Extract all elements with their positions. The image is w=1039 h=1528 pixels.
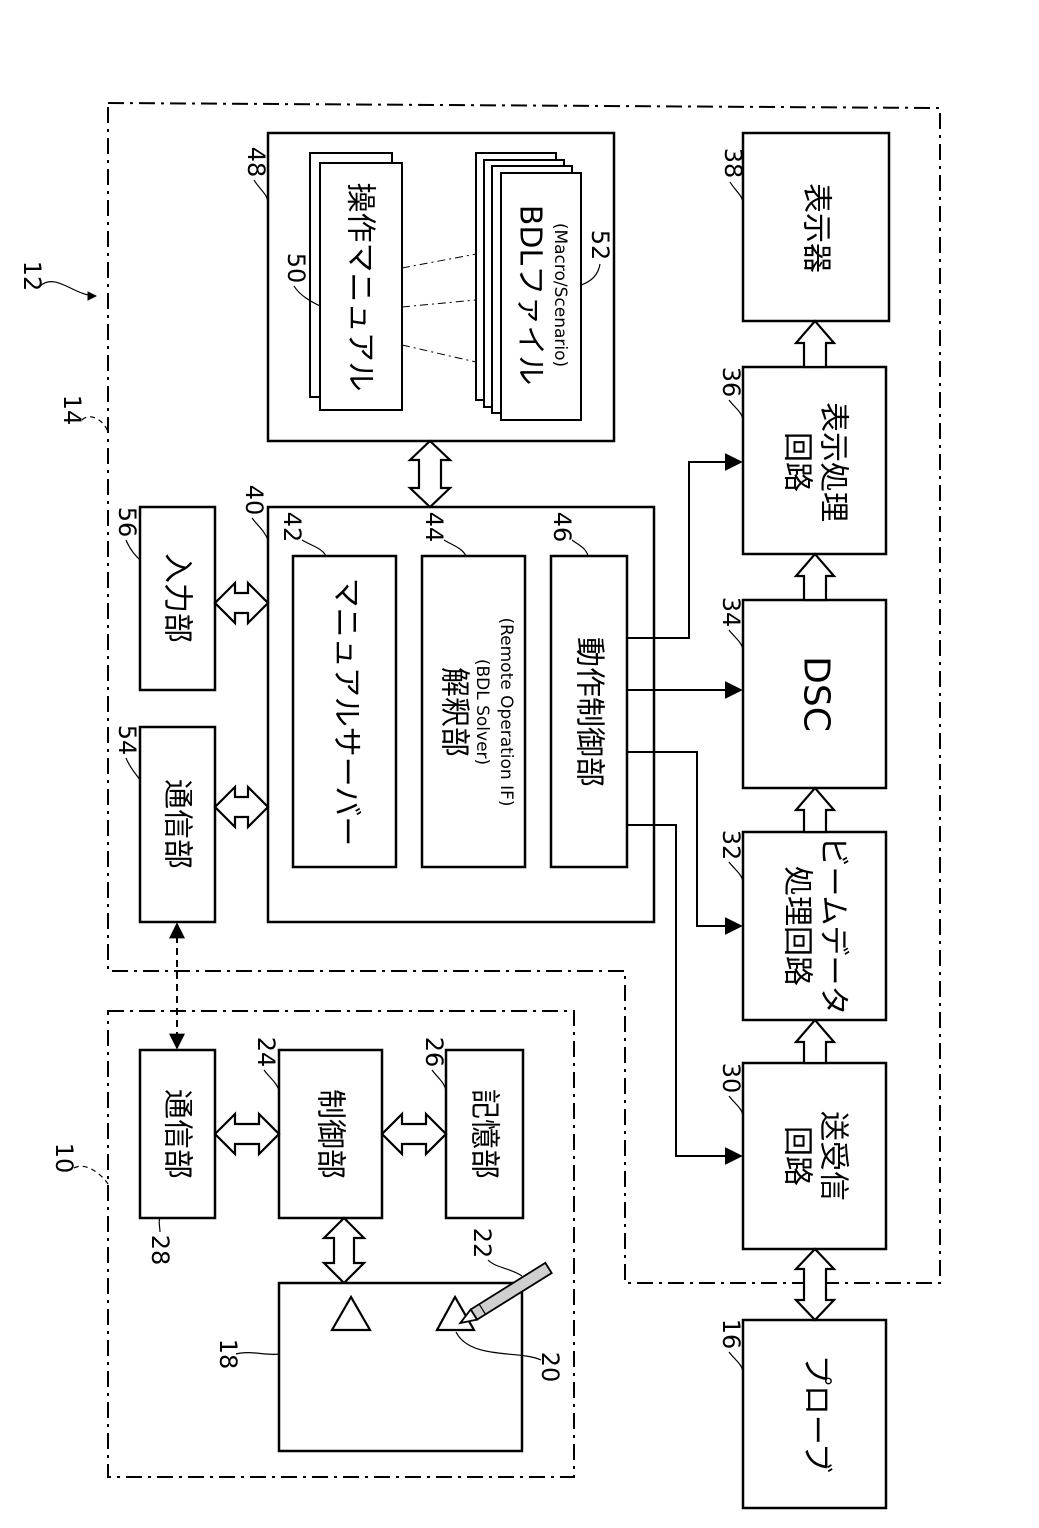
ref-56: 56	[113, 507, 141, 538]
ref-10: 10	[50, 1143, 78, 1174]
leader-16	[729, 1352, 743, 1372]
leader-22	[488, 1260, 522, 1276]
control-label: 制御部	[313, 1089, 348, 1179]
beam-data-label-2: 処理回路	[780, 866, 815, 986]
leader-34	[729, 630, 743, 650]
bdl-file-sub: (Macro/Scenario)	[550, 223, 570, 367]
arrow-transceiver-to-beam	[796, 1020, 834, 1063]
leader-30	[729, 1096, 743, 1116]
ref-52: 52	[586, 230, 614, 261]
leader-10	[74, 1166, 108, 1184]
dsc-label: DSC	[796, 656, 837, 732]
transceiver-label-1: 送受信	[816, 1111, 851, 1201]
ref-24: 24	[252, 1037, 280, 1068]
ref-36: 36	[717, 367, 745, 398]
leader-32	[729, 862, 743, 882]
leader-24	[264, 1070, 279, 1090]
display-label: 表示器	[799, 183, 834, 273]
arrow-probe-transceiver	[796, 1249, 834, 1320]
leader-54	[126, 758, 140, 780]
display-processing-label-1: 表示処理	[816, 402, 851, 522]
arrow-comm-control	[215, 1114, 279, 1154]
leader-38	[730, 182, 743, 206]
ref-38: 38	[719, 148, 747, 179]
arrow-control-screen	[324, 1218, 364, 1283]
arrow-storage-main	[410, 441, 450, 507]
ref-40: 40	[240, 485, 268, 516]
ref-30: 30	[717, 1063, 745, 1094]
leader-28	[159, 1218, 160, 1232]
interpreter-sub-1: (BDL Solver)	[472, 659, 492, 765]
ref-48: 48	[242, 147, 270, 178]
comm-label-right: 通信部	[160, 779, 195, 869]
probe-label: プローブ	[799, 1355, 834, 1473]
ref-44: 44	[420, 512, 448, 543]
op-manual-label: 操作マニュアル	[343, 182, 378, 391]
display-processing-label-2: 回路	[780, 432, 815, 492]
ref-42: 42	[278, 512, 306, 543]
interpreter-sub-2: (Remote Operation IF)	[496, 617, 516, 806]
transceiver-label-2: 回路	[780, 1126, 815, 1186]
leader-36	[729, 400, 743, 420]
ref-20: 20	[536, 1352, 564, 1383]
ref-12: 12	[18, 261, 46, 292]
ref-14: 14	[58, 395, 86, 426]
bdl-file-label: BDLファイル	[513, 205, 548, 385]
ref-28: 28	[146, 1235, 174, 1266]
leader-56	[126, 540, 140, 560]
leader-40	[252, 518, 268, 540]
ref-26: 26	[420, 1037, 448, 1068]
arrow-comm-main	[215, 787, 268, 827]
ref-16: 16	[717, 1319, 745, 1350]
leader-26	[432, 1070, 446, 1090]
ref-22: 22	[468, 1228, 496, 1259]
ref-34: 34	[717, 597, 745, 628]
arrow-control-memory	[382, 1114, 446, 1154]
leader-12	[40, 282, 96, 296]
input-label: 入力部	[160, 553, 195, 643]
memory-label: 記憶部	[467, 1089, 502, 1179]
ref-32: 32	[717, 830, 745, 861]
leader-48	[254, 180, 268, 204]
arrow-beam-to-dsc	[796, 788, 834, 832]
ref-46: 46	[548, 512, 576, 543]
interpreter-label: 解釈部	[437, 667, 472, 757]
comm-label-left: 通信部	[160, 1089, 195, 1179]
ref-50: 50	[282, 253, 310, 284]
arrow-dsc-to-dsp	[796, 554, 834, 600]
operation-control-label: 動作制御部	[572, 637, 607, 787]
ref-54: 54	[113, 725, 141, 756]
arrow-dsp-to-display	[796, 321, 834, 367]
beam-data-label-1: ビームデータ	[816, 836, 851, 1015]
manual-server-label: マニュアルサーバー	[329, 578, 364, 847]
arrow-input-main	[215, 583, 268, 623]
